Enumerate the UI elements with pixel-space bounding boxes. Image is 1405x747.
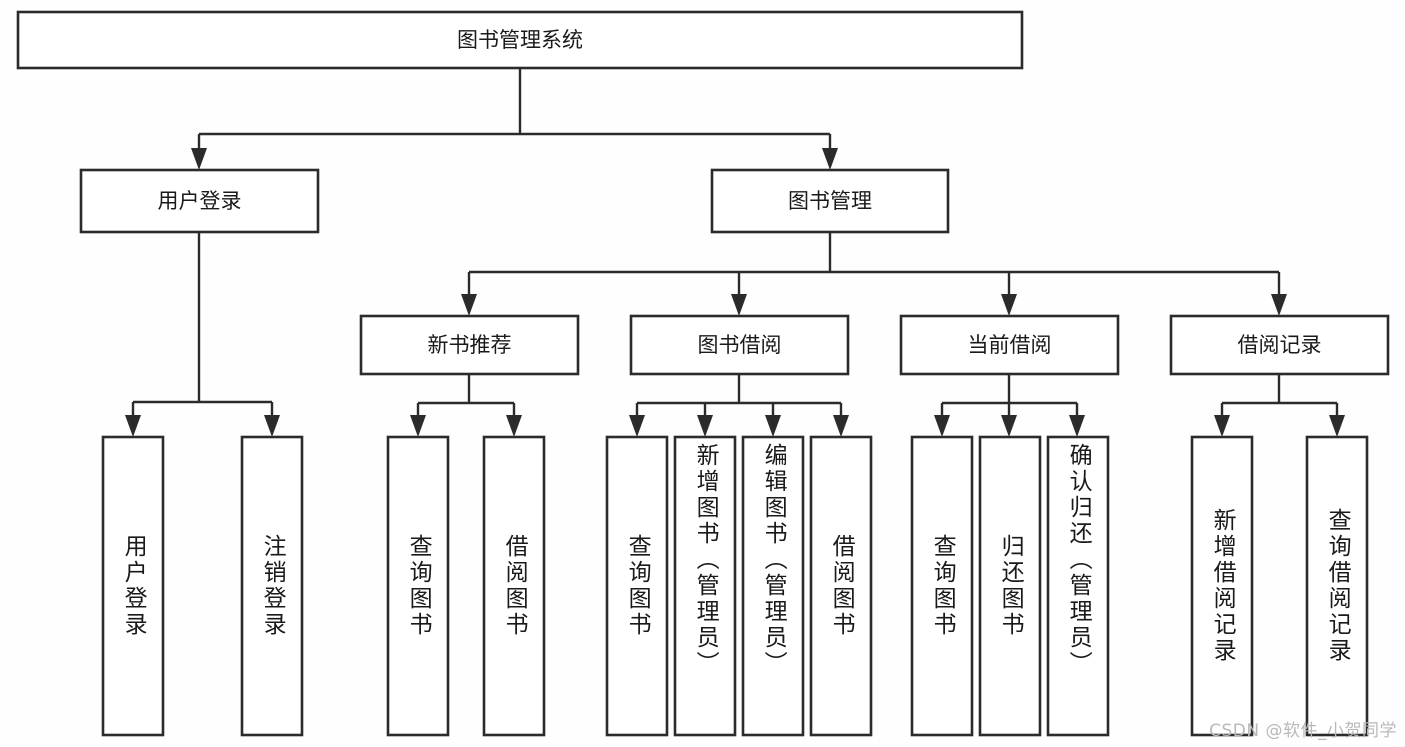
node-leaf-confirm-return-box[interactable] — [1046, 435, 1110, 737]
arrow-head-leaf-user-login — [125, 415, 141, 437]
edge-group-book-manage — [461, 232, 1287, 316]
arrow-head-leaf-query-book-2 — [629, 415, 645, 437]
node-current-borrow[interactable]: 当前借阅 — [899, 314, 1120, 376]
arrow-head-current-borrow — [1001, 294, 1017, 316]
watermark-text: CSDN @软件_小贺同学 — [1209, 721, 1397, 741]
edge-group-new-book-recommend — [410, 374, 522, 437]
arrow-head-book-borrow — [731, 294, 747, 316]
arrow-head-user-login — [191, 148, 207, 170]
node-leaf-query-book-2-box[interactable] — [605, 435, 669, 737]
node-leaf-borrow-book-1-box[interactable] — [482, 435, 546, 737]
edge-group-book-borrow — [629, 374, 849, 437]
arrow-head-leaf-query-record — [1329, 415, 1345, 437]
arrow-head-leaf-add-record — [1214, 415, 1230, 437]
node-leaf-query-book-1-box[interactable] — [386, 435, 450, 737]
node-borrow-record-label: 借阅记录 — [1238, 333, 1322, 357]
edge-group-user-login — [125, 232, 280, 437]
arrow-head-leaf-borrow-book-2 — [833, 415, 849, 437]
node-leaf-query-book-3-box[interactable] — [910, 435, 974, 737]
node-leaf-add-book-box[interactable] — [673, 435, 737, 737]
node-new-book-recommend-box[interactable] — [359, 314, 580, 376]
node-book-borrow[interactable]: 图书借阅 — [629, 314, 850, 376]
node-new-book-recommend[interactable]: 新书推荐 — [359, 314, 580, 376]
node-borrow-record-box[interactable] — [1169, 314, 1390, 376]
node-current-borrow-box[interactable] — [899, 314, 1120, 376]
node-leaf-add-record-box[interactable] — [1190, 435, 1254, 737]
node-user-login-box[interactable] — [79, 168, 320, 234]
node-leaf-user-login-box[interactable] — [101, 435, 165, 737]
arrow-head-book-manage — [822, 148, 838, 170]
arrow-head-leaf-query-book-3 — [934, 415, 950, 437]
node-leaf-return-book-box[interactable] — [978, 435, 1042, 737]
node-book-manage-box[interactable] — [710, 168, 950, 234]
arrow-head-leaf-confirm-return — [1069, 415, 1085, 437]
node-leaf-query-record-box[interactable] — [1305, 435, 1369, 737]
node-leaf-borrow-book-2-box[interactable] — [809, 435, 873, 737]
edge-group-root — [191, 68, 838, 170]
arrow-head-leaf-query-book-1 — [410, 415, 426, 437]
arrow-head-leaf-borrow-book-1 — [506, 415, 522, 437]
edge-group-current-borrow — [934, 374, 1085, 437]
node-book-borrow-label: 图书借阅 — [698, 333, 782, 357]
node-user-login[interactable]: 用户登录 — [79, 168, 320, 234]
node-root-box[interactable] — [16, 10, 1024, 70]
node-root[interactable]: 图书管理系统 — [16, 10, 1024, 70]
arrow-head-leaf-edit-book — [765, 415, 781, 437]
arrow-head-borrow-record — [1271, 294, 1287, 316]
node-book-manage[interactable]: 图书管理 — [710, 168, 950, 234]
node-root-label: 图书管理系统 — [457, 28, 583, 52]
arrow-head-leaf-add-book — [697, 415, 713, 437]
node-leaf-edit-book-box[interactable] — [741, 435, 805, 737]
node-current-borrow-label: 当前借阅 — [968, 333, 1052, 357]
arrow-head-leaf-return-book — [1001, 415, 1017, 437]
node-borrow-record[interactable]: 借阅记录 — [1169, 314, 1390, 376]
arrow-head-new-book-recommend — [461, 294, 477, 316]
node-leaf-logout-box[interactable] — [240, 435, 304, 737]
node-user-login-label: 用户登录 — [158, 189, 242, 213]
node-book-borrow-box[interactable] — [629, 314, 850, 376]
node-book-manage-label: 图书管理 — [788, 189, 872, 213]
node-new-book-recommend-label: 新书推荐 — [428, 333, 512, 357]
arrow-head-leaf-logout — [264, 415, 280, 437]
edge-group-borrow-record — [1214, 374, 1345, 437]
